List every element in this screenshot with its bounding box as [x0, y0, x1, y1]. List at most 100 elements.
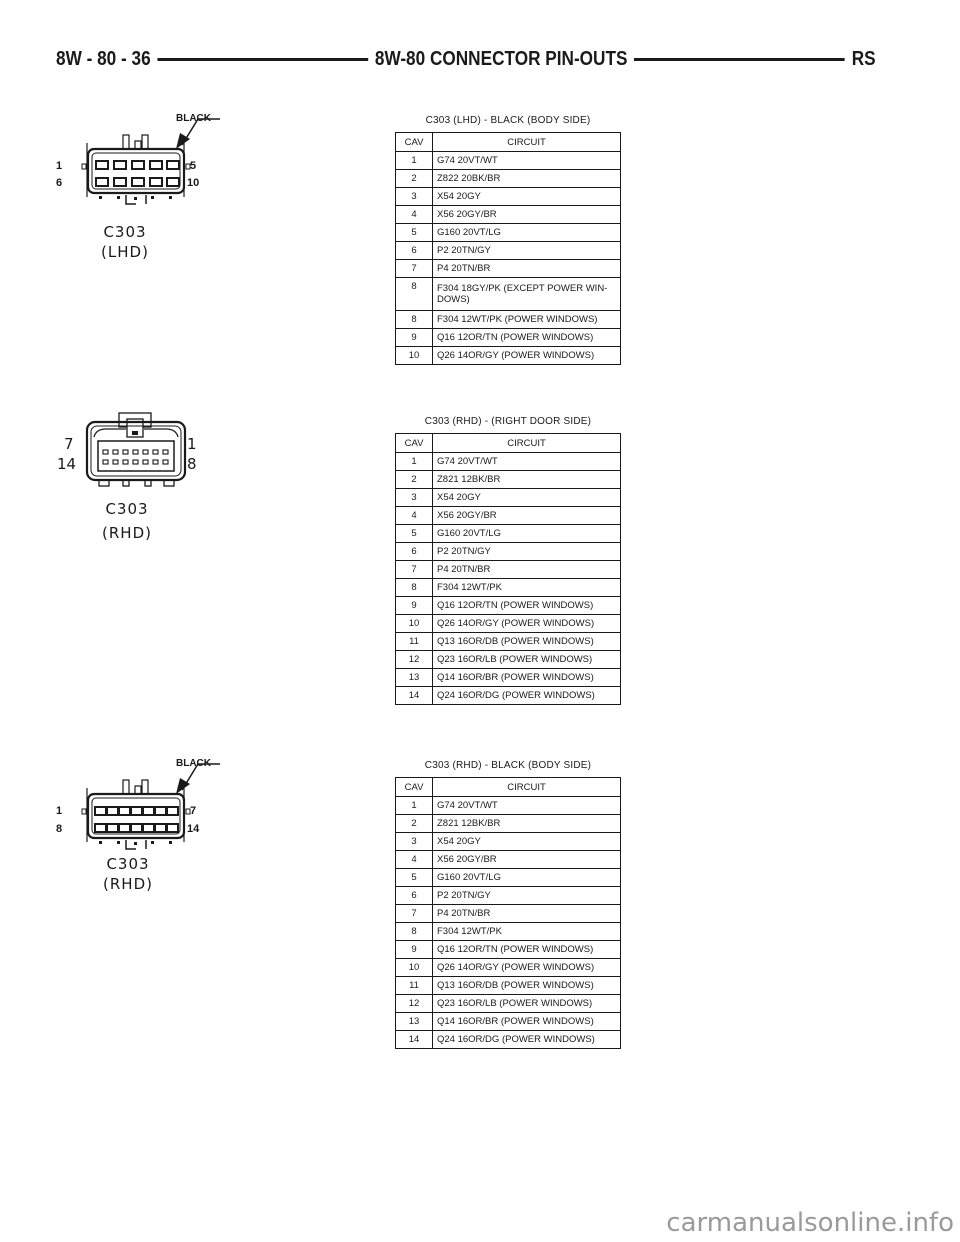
pin-label: 8	[56, 823, 63, 835]
connector-c303-rhd-body-icon	[81, 763, 220, 850]
pin-label: 10	[187, 177, 200, 189]
cav-cell: 8	[395, 922, 433, 941]
circuit-cell: Q23 16OR/LB (POWER WINDOWS)	[432, 650, 621, 669]
circuit-cell: Q23 16OR/LB (POWER WINDOWS)	[432, 994, 621, 1013]
circuit-cell: Q26 14OR/GY (POWER WINDOWS)	[432, 614, 621, 633]
cav-cell: 3	[395, 187, 433, 206]
circuit-cell: P4 20TN/BR	[432, 259, 621, 278]
circuit-cell: Q26 14OR/GY (POWER WINDOWS)	[432, 346, 621, 365]
circuit-cell: Q13 16OR/DB (POWER WINDOWS)	[432, 976, 621, 995]
cav-cell: 6	[395, 241, 433, 260]
circuit-cell: X54 20GY	[432, 488, 621, 507]
cav-cell: 14	[395, 686, 433, 705]
cav-cell: 11	[395, 632, 433, 651]
table-title: C303 (RHD) - (RIGHT DOOR SIDE)	[424, 416, 592, 427]
cav-cell: 7	[395, 904, 433, 923]
pin-label: 1	[56, 160, 63, 172]
page-title: 8W-80 CONNECTOR PIN-OUTS	[374, 47, 628, 70]
circuit-cell: P2 20TN/GY	[432, 241, 621, 260]
cav-cell: 8	[395, 578, 433, 597]
color-callout: BLACK	[176, 758, 211, 769]
column-header-cav: CAV	[395, 433, 433, 453]
circuit-cell: Z822 20BK/BR	[432, 169, 621, 188]
circuit-cell: Q16 12OR/TN (POWER WINDOWS)	[432, 596, 621, 615]
pin-label: 7	[64, 435, 74, 453]
circuit-cell: G160 20VT/LG	[432, 524, 621, 543]
connector-label: C303 (LHD)	[95, 222, 155, 262]
cav-cell: 5	[395, 868, 433, 887]
connector-label: C303 (RHD)	[97, 497, 157, 545]
circuit-cell: P4 20TN/BR	[432, 560, 621, 579]
circuit-cell: Q26 14OR/GY (POWER WINDOWS)	[432, 958, 621, 977]
pin-label: 14	[57, 455, 77, 473]
connector-c303-lhd-icon	[81, 118, 220, 205]
column-header-cav: CAV	[395, 132, 433, 152]
pin-label: 14	[187, 823, 200, 835]
connector-name: C303	[103, 223, 147, 241]
circuit-cell: Z821 12BK/BR	[432, 470, 621, 489]
header-rule	[157, 57, 368, 61]
cav-cell: 1	[395, 452, 433, 471]
connector-variant: (LHD)	[101, 243, 149, 261]
circuit-cell: G74 20VT/WT	[432, 452, 621, 471]
column-header-circuit: CIRCUIT	[432, 777, 621, 797]
cav-cell: 4	[395, 205, 433, 224]
cav-cell: 13	[395, 668, 433, 687]
pin-label: 1	[187, 435, 197, 453]
cav-cell: 6	[395, 542, 433, 561]
connector-c303-rhd-door-icon	[85, 412, 187, 487]
circuit-cell: G74 20VT/WT	[432, 151, 621, 170]
circuit-cell: F304 12WT/PK	[432, 578, 621, 597]
table-title: C303 (RHD) - BLACK (BODY SIDE)	[424, 760, 592, 771]
circuit-cell: Z821 12BK/BR	[432, 814, 621, 833]
pinout-table-c303-lhd: C303 (LHD) - BLACK (BODY SIDE) CAV CIRCU…	[395, 114, 621, 365]
circuit-cell: X54 20GY	[432, 187, 621, 206]
table-title: C303 (LHD) - BLACK (BODY SIDE)	[425, 115, 591, 126]
cav-cell: 5	[395, 223, 433, 242]
circuit-cell: Q16 12OR/TN (POWER WINDOWS)	[432, 328, 621, 347]
cav-cell: 12	[395, 994, 433, 1013]
column-header-cav: CAV	[395, 777, 433, 797]
circuit-cell: G160 20VT/LG	[432, 868, 621, 887]
cav-cell: 4	[395, 506, 433, 525]
header-rule	[634, 57, 845, 61]
cav-cell: 8	[395, 310, 433, 329]
cav-cell: 10	[395, 346, 433, 365]
connector-variant: (RHD)	[102, 524, 152, 542]
circuit-cell: P2 20TN/GY	[432, 886, 621, 905]
circuit-cell: F304 12WT/PK	[432, 922, 621, 941]
circuit-cell: F304 12WT/PK (POWER WINDOWS)	[432, 310, 621, 329]
cav-cell: 2	[395, 814, 433, 833]
cav-cell: 14	[395, 1030, 433, 1049]
cav-cell: 6	[395, 886, 433, 905]
cav-cell: 4	[395, 850, 433, 869]
circuit-cell: Q24 16OR/DG (POWER WINDOWS)	[432, 686, 621, 705]
pin-label: 8	[187, 455, 197, 473]
color-callout: BLACK	[176, 113, 211, 124]
pinout-table-c303-rhd-body: C303 (RHD) - BLACK (BODY SIDE) CAV CIRCU…	[395, 759, 621, 1049]
